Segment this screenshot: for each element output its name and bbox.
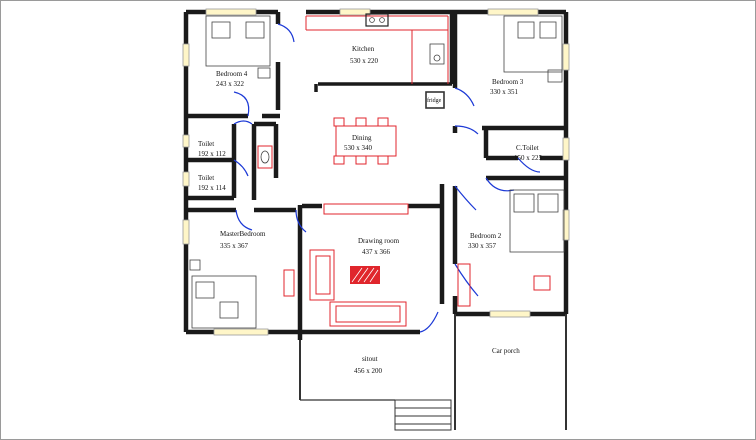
masterbedroom-furniture <box>189 259 295 329</box>
dining-size: 530 x 340 <box>344 144 373 152</box>
kitchen-counter <box>305 13 449 84</box>
drawing-furniture <box>309 203 409 327</box>
toilet1-size: 192 x 112 <box>198 150 226 158</box>
carporch-name: Car porch <box>492 347 520 355</box>
bedroom3-furniture <box>503 15 563 83</box>
toilet2-name: Toilet <box>198 174 214 182</box>
drawing-size: 437 x 366 <box>362 248 391 256</box>
ctoilet-size: 150 x 225 <box>514 154 543 162</box>
fridge-label: fridge <box>427 97 442 104</box>
wash-basin <box>257 145 273 169</box>
room-labels: Bedroom 4 243 x 322 Kitchen 530 x 220 Be… <box>198 45 543 375</box>
bedroom3-name: Bedroom 3 <box>492 78 524 86</box>
windows <box>182 8 570 336</box>
bedroom4-furniture <box>205 15 271 79</box>
kitchen-size: 530 x 220 <box>350 57 379 65</box>
bedroom4-size: 243 x 322 <box>216 80 245 88</box>
ctoilet-name: C.Toilet <box>516 144 539 152</box>
masterbedroom-size: 335 x 367 <box>220 242 249 250</box>
toilet1-name: Toilet <box>198 140 214 148</box>
drawing-name: Drawing room <box>358 237 400 245</box>
bedroom2-furniture <box>457 189 565 307</box>
dining-name: Dining <box>352 134 372 142</box>
masterbedroom-name: MasterBedroom <box>220 230 266 238</box>
toilet2-size: 192 x 114 <box>198 184 226 192</box>
sitout-steps <box>394 399 452 431</box>
kitchen-name: Kitchen <box>352 45 375 53</box>
bedroom2-size: 330 x 357 <box>468 242 497 250</box>
dining-table <box>333 117 397 165</box>
bedroom3-size: 330 x 351 <box>490 88 519 96</box>
internal-walls <box>186 12 567 430</box>
sitout-size: 456 x 200 <box>354 367 383 375</box>
doors <box>233 23 541 333</box>
bedroom2-name: Bedroom 2 <box>470 232 502 240</box>
sitout-name: sitout <box>362 355 378 363</box>
bedroom4-name: Bedroom 4 <box>216 70 248 78</box>
